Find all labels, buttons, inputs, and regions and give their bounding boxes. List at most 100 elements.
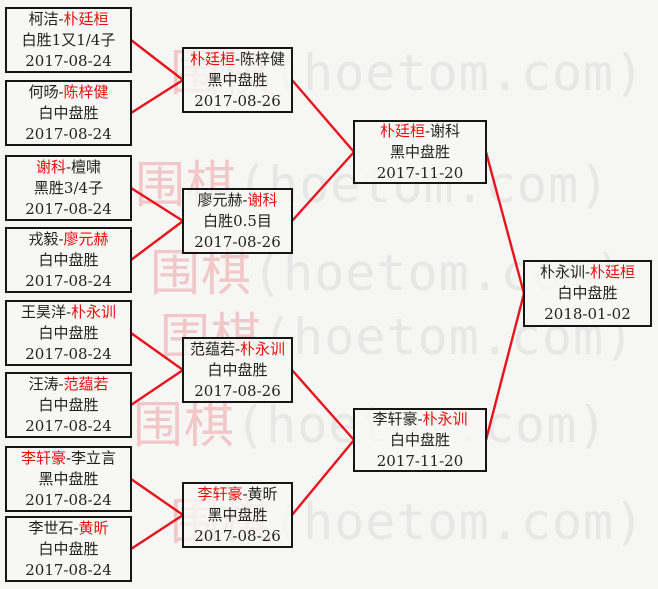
match-result: 白中盘胜 (38, 323, 99, 342)
match-result: 黑中盘胜 (389, 142, 450, 161)
players-separator: - (65, 302, 72, 321)
match-players: 何旸-陈梓健 (7, 82, 130, 103)
match-box-quarterfinals-4: 李轩豪-黄昕黑中盘胜 2017-08-26 (182, 482, 293, 548)
match-date: 2017-08-24 (25, 271, 112, 290)
player2-name: 李立言 (71, 448, 117, 467)
match-result: 白中盘胜 (38, 103, 99, 122)
match-result: 白胜1又1/4子 (21, 30, 116, 49)
match-date: 2017-08-24 (25, 416, 112, 435)
player1-name: 李轩豪 (20, 448, 66, 467)
match-date: 2017-08-26 (194, 381, 281, 400)
connector-line (291, 439, 355, 516)
player1-name: 戎毅 (28, 229, 59, 248)
match-date: 2017-08-24 (25, 490, 112, 509)
connector-line (130, 78, 184, 115)
match-players: 谢科-檀啸 (7, 157, 130, 178)
match-players: 朴永训-朴廷桓 (525, 262, 650, 283)
match-result: 黑中盘胜 (38, 469, 99, 488)
match-date: 2017-08-24 (25, 199, 112, 218)
watermark-cjk-text: 围棋 (150, 244, 252, 302)
player2-name: 陈梓健 (63, 82, 109, 101)
players-separator: - (584, 263, 591, 281)
player2-name: 廖元赫 (63, 229, 109, 248)
players-separator: - (58, 82, 64, 101)
players-separator: - (65, 157, 72, 176)
match-result: 白中盘胜 (38, 250, 99, 269)
players-separator: - (65, 448, 72, 467)
player1-name: 李轩豪 (372, 409, 418, 428)
player1-name: 李轩豪 (197, 484, 243, 503)
player1-name: 何旸 (28, 82, 59, 101)
connector-line (130, 478, 184, 516)
players-separator: - (424, 121, 431, 140)
connector-line (291, 79, 355, 153)
match-players: 李世石-黄昕 (7, 518, 130, 539)
match-date: 2017-11-20 (376, 451, 464, 470)
player2-name: 谢科 (247, 190, 278, 209)
player2-name: 朴廷桓 (590, 263, 636, 281)
match-players: 王昊洋-朴永训 (7, 302, 130, 323)
connector-line (130, 332, 184, 371)
players-separator: - (234, 49, 241, 68)
player1-name: 朴廷桓 (189, 49, 235, 68)
connector-line (130, 186, 184, 223)
connector-line (130, 220, 184, 261)
player1-name: 王昊洋 (20, 302, 66, 321)
match-players: 李轩豪-朴永训 (355, 409, 485, 430)
players-separator: - (73, 518, 79, 537)
match-date: 2017-08-26 (194, 91, 281, 110)
watermark-cjk-text: 围棋 (133, 396, 235, 454)
match-result: 白胜0.5目 (203, 211, 272, 230)
match-date: 2017-08-24 (25, 344, 112, 363)
player1-name: 谢科 (35, 157, 66, 176)
player1-name: 廖元赫 (197, 190, 243, 209)
match-result: 白中盘胜 (38, 539, 99, 558)
player2-name: 朴永训 (71, 302, 117, 321)
player2-name: 陈梓健 (240, 49, 286, 68)
match-result: 白中盘胜 (207, 360, 268, 379)
match-players: 朴廷桓-谢科 (355, 121, 485, 142)
match-date: 2017-08-24 (25, 51, 112, 70)
connector-line (130, 513, 184, 551)
match-players: 戎毅-廖元赫 (7, 229, 130, 250)
match-box-round-of-16-1: 柯洁-朴廷桓白胜1又1/4子 2017-08-24 (5, 7, 132, 73)
watermark-latin-text: (hoetom.com) (272, 44, 646, 102)
player2-name: 檀啸 (71, 157, 102, 176)
match-players: 柯洁-朴廷桓 (7, 9, 130, 30)
match-result: 白中盘胜 (38, 395, 99, 414)
match-date: 2017-08-26 (194, 232, 281, 251)
connector-line (484, 293, 526, 441)
match-result: 黑胜3/4子 (33, 178, 104, 197)
connector-line (130, 39, 184, 81)
match-players: 李轩豪-李立言 (7, 448, 130, 469)
players-separator: - (58, 9, 64, 28)
player2-name: 范蕴若 (63, 374, 109, 393)
match-date: 2017-08-26 (194, 526, 281, 545)
player1-name: 朴廷桓 (379, 121, 425, 140)
match-players: 李轩豪-黄昕 (184, 484, 291, 505)
players-separator: - (58, 229, 64, 248)
match-result: 白中盘胜 (557, 284, 618, 302)
connector-line (130, 369, 184, 406)
match-players: 范蕴若-朴永训 (184, 339, 291, 360)
match-box-quarterfinals-3: 范蕴若-朴永训白中盘胜 2017-08-26 (182, 337, 293, 403)
player1-name: 朴永训 (539, 263, 585, 281)
connector-line (484, 151, 526, 294)
match-date: 2017-08-24 (25, 124, 112, 143)
player1-name: 柯洁 (28, 9, 59, 28)
match-date: 2017-08-24 (25, 560, 112, 579)
match-box-round-of-16-8: 李世石-黄昕白中盘胜 2017-08-24 (5, 516, 132, 582)
player2-name: 黄昕 (247, 484, 278, 503)
match-result: 黑中盘胜 (207, 505, 268, 524)
